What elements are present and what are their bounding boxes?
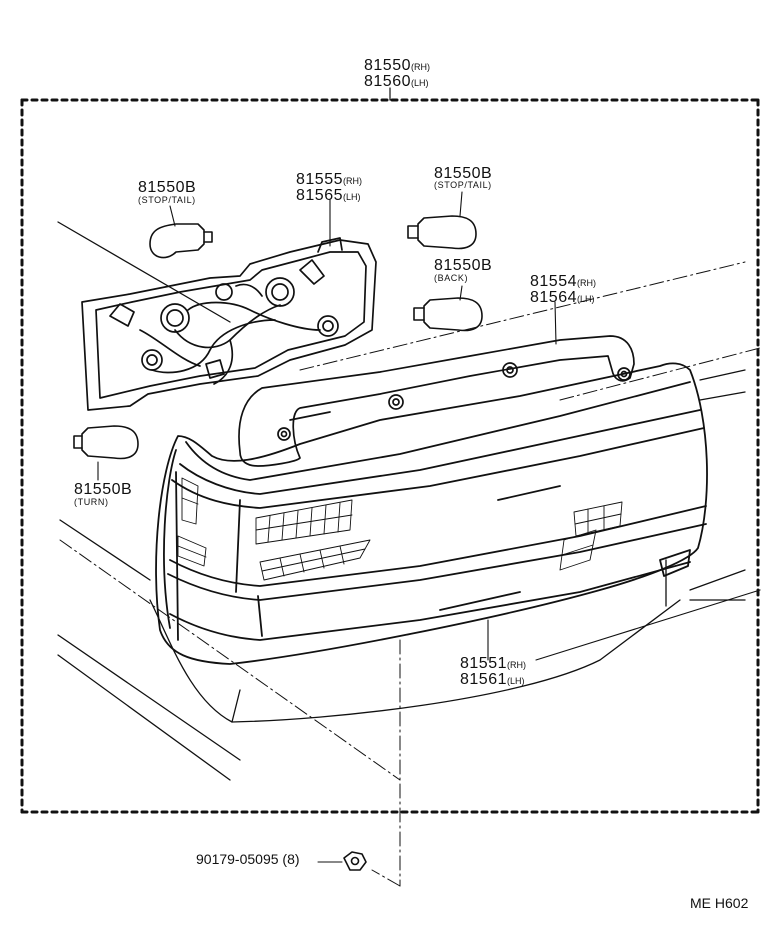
gasket-rh-suffix: (RH) (577, 278, 596, 288)
assembly-lh-number: 81560 (364, 73, 411, 90)
bulb-turn (73, 425, 139, 460)
lens-lh-suffix: (LH) (507, 676, 525, 686)
socket-rh-number: 81555 (296, 171, 343, 188)
bulb-stop-tail-left-number: 81550B (138, 179, 197, 196)
bulb-stop-tail-right-note: (STOP/TAIL) (434, 180, 492, 190)
nut-number: 90179-05095 (196, 851, 279, 867)
assembly-lh-suffix: (LH) (411, 78, 429, 88)
socket-plate (81, 237, 377, 411)
gasket (238, 335, 635, 467)
lens-housing (155, 362, 708, 665)
flange-nut (343, 851, 367, 871)
bulb-stop-tail-left-note: (STOP/TAIL) (138, 195, 196, 205)
center-lines (59, 261, 761, 887)
leader-lines (97, 191, 761, 863)
gasket-lh-number: 81564 (530, 289, 577, 306)
lens-lh-number: 81561 (460, 671, 507, 688)
reflector-grid (177, 477, 623, 581)
bulb-turn-number: 81550B (74, 481, 133, 498)
assembly-rh-suffix: (RH) (411, 62, 430, 72)
socket-rh-suffix: (RH) (343, 176, 362, 186)
lens-rh-suffix: (RH) (507, 660, 526, 670)
bulb-back-note: (BACK) (434, 273, 469, 283)
bulb-stop-tail-right (407, 215, 477, 250)
diagram-code: ME H602 (690, 895, 749, 911)
socket-lh-suffix: (LH) (343, 192, 361, 202)
bulb-back (413, 297, 483, 332)
bulb-back-number: 81550B (434, 257, 493, 274)
socket-lh-number: 81565 (296, 187, 343, 204)
assembly-boundary (20, 98, 760, 814)
lens-rh-number: 81551 (460, 655, 507, 672)
nut-qty: (8) (282, 851, 300, 867)
bulb-stop-tail-right-number: 81550B (434, 165, 493, 182)
gasket-rh-number: 81554 (530, 273, 577, 290)
gasket-lh-suffix: (LH) (577, 294, 595, 304)
assembly-rh-number: 81550 (364, 57, 411, 74)
bulb-turn-note: (TURN) (74, 497, 109, 507)
bulb-stop-tail-left (149, 223, 213, 259)
body-panel-lines (57, 221, 746, 781)
